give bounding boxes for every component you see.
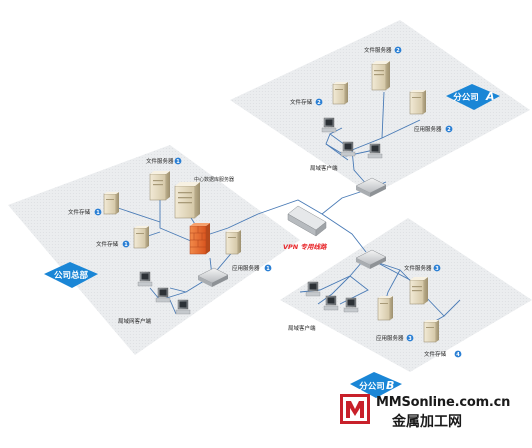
vpn-line-label: VPN 专用线路	[283, 243, 328, 251]
hq-file-server-badge: 1	[174, 157, 182, 165]
svg-text:1: 1	[124, 242, 128, 248]
branch-a-panel	[230, 20, 530, 195]
b-client-1	[305, 281, 321, 297]
a-switch	[355, 177, 387, 197]
b-clients-label: 局域客户端	[288, 324, 316, 332]
a-file-store-label: 文件存储	[290, 98, 313, 106]
hq-file-store-2-badge: 1	[122, 240, 130, 248]
a-file-server-badge: 2	[394, 46, 402, 54]
a-app-server-badge: 2	[445, 125, 453, 133]
b-app-server-label: 应用服务器	[376, 334, 404, 342]
branch-a-site-badge: 分公司 A	[446, 84, 500, 110]
svg-text:2: 2	[447, 127, 451, 133]
hq-file-store-1-badge: 1	[94, 208, 102, 216]
b-app-server-badge: 3	[406, 334, 414, 342]
hq-file-server-label: 文件服务器	[146, 157, 174, 165]
hq-file-store-1	[103, 192, 119, 215]
a-clients-label: 局域客户端	[310, 164, 338, 172]
branch-b-panel	[280, 218, 532, 372]
watermark: M MMSonline.com.cn 金属加工网	[340, 394, 510, 430]
hq-site-label: 公司总部	[54, 270, 89, 281]
hq-file-store-1-label: 文件存储	[68, 208, 91, 216]
b-file-server	[409, 277, 428, 305]
branch-a-site-letter: A	[485, 90, 495, 103]
branch-b-site-badge: 分公司 B	[350, 372, 402, 398]
b-switch	[355, 249, 387, 269]
hq-app-server-label: 应用服务器	[232, 264, 260, 272]
branch-b-site-label: 分公司	[359, 381, 385, 392]
a-client-3	[367, 143, 383, 159]
hq-panel	[8, 145, 300, 355]
a-file-server-label: 文件服务器	[364, 46, 392, 54]
b-file-store	[423, 320, 439, 343]
svg-text:3: 3	[408, 336, 412, 342]
hq-file-store-2	[133, 226, 149, 249]
hq-switch	[197, 267, 229, 287]
branch-a-site-label: 分公司	[453, 92, 479, 103]
svg-text:1: 1	[266, 266, 270, 272]
hq-app-server	[225, 230, 241, 255]
svg-text:4: 4	[456, 352, 460, 358]
hq-client-2	[155, 287, 171, 303]
b-file-store-badge: 4	[454, 350, 462, 358]
hq-site-badge: 公司总部	[44, 262, 98, 288]
hq-clients-label: 局域网客户端	[118, 317, 152, 325]
a-file-store	[332, 82, 348, 105]
svg-text:3: 3	[435, 266, 439, 272]
hq-center-db-label: 中心数据库服务器	[194, 176, 234, 183]
hq-app-server-badge: 1	[264, 264, 272, 272]
b-file-server-badge: 3	[433, 264, 441, 272]
svg-text:1: 1	[176, 159, 180, 165]
svg-text:1: 1	[96, 210, 100, 216]
watermark-url: MMSonline.com.cn	[376, 395, 510, 410]
hq-center-db-server	[174, 182, 200, 219]
svg-text:2: 2	[317, 100, 321, 106]
a-app-server	[409, 90, 426, 115]
hq-firewall	[189, 223, 210, 255]
vpn-router	[287, 205, 327, 237]
b-client-3	[343, 297, 359, 313]
b-file-store-label: 文件存储	[424, 350, 447, 358]
a-client-2	[340, 141, 356, 157]
a-file-server	[371, 61, 390, 91]
b-app-server	[377, 296, 393, 321]
b-client-2	[323, 295, 339, 311]
hq-client-1	[137, 271, 153, 287]
hq-file-server	[149, 171, 170, 201]
mms-logo: M	[340, 394, 370, 424]
hq-client-3	[175, 299, 191, 315]
b-file-server-label: 文件服务器	[404, 264, 432, 272]
branch-b-site-letter: B	[386, 379, 394, 392]
a-file-store-badge: 2	[315, 98, 323, 106]
a-client-1	[321, 117, 337, 133]
watermark-name: 金属加工网	[391, 413, 462, 430]
svg-text:2: 2	[396, 48, 400, 54]
a-app-server-label: 应用服务器	[414, 125, 442, 133]
hq-file-store-2-label: 文件存储	[96, 240, 119, 248]
